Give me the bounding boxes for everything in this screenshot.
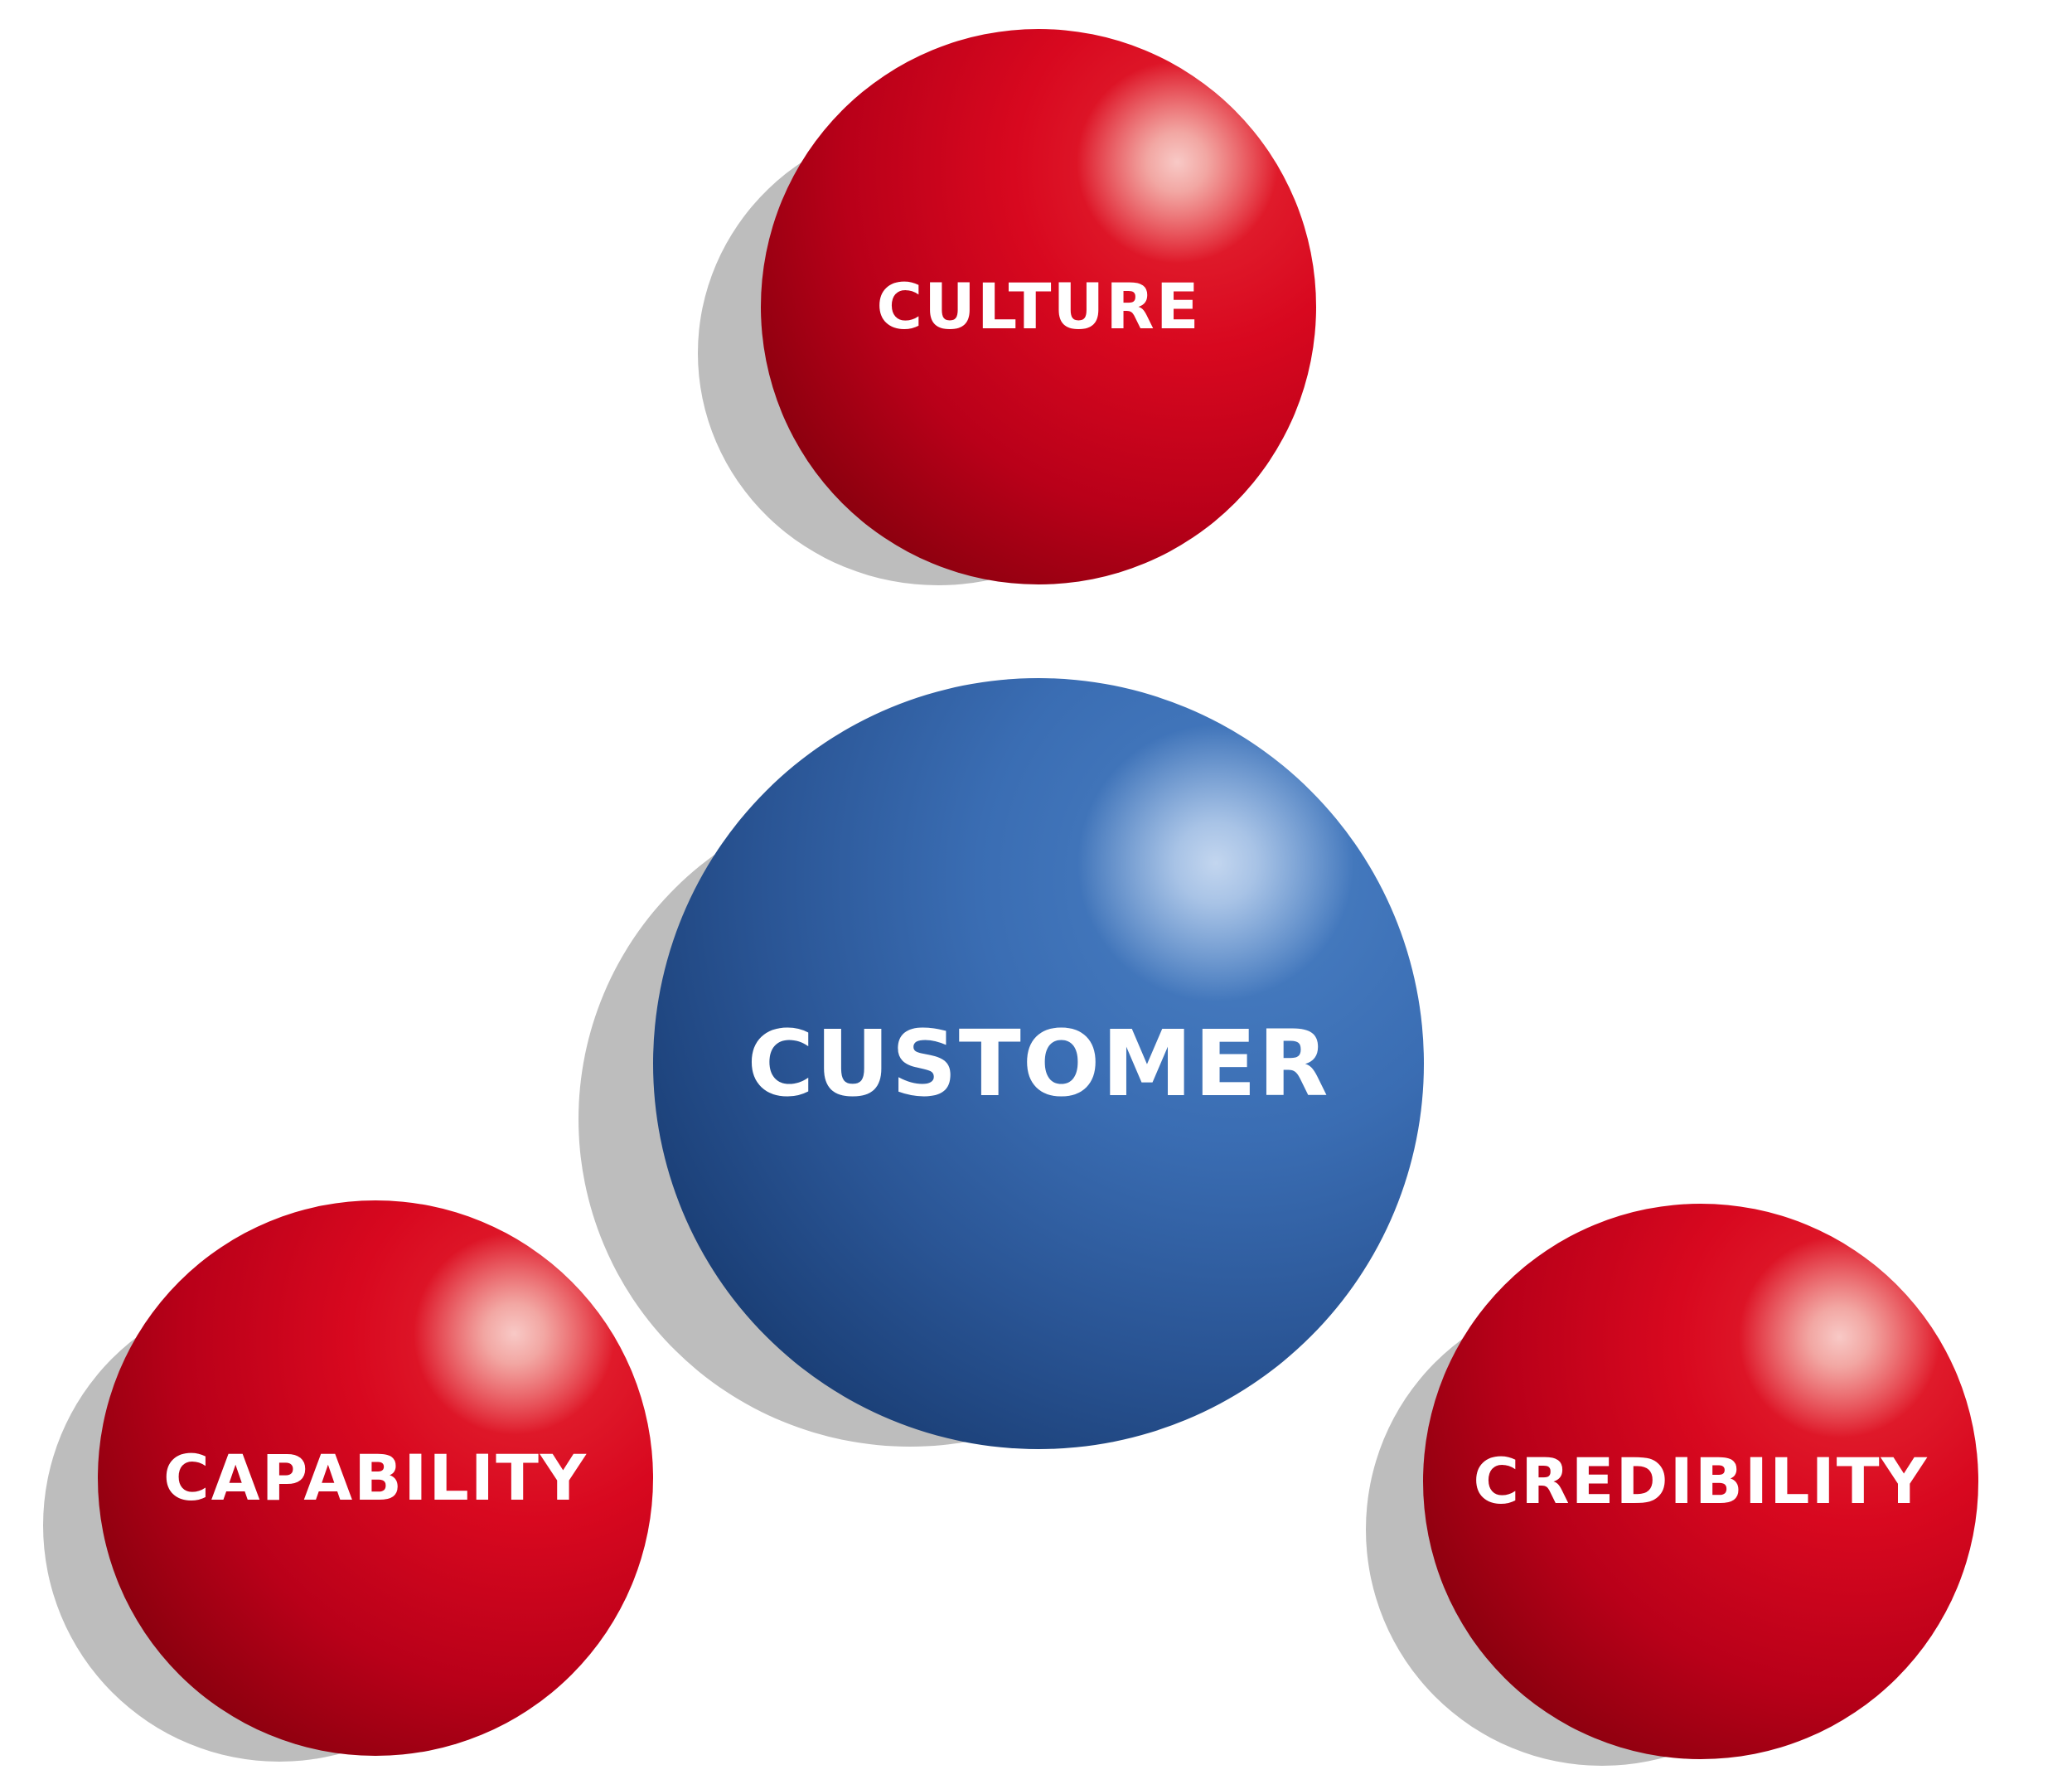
capability-label: CAPABILITY: [163, 1441, 588, 1515]
credibility-sphere: CREDIBILITY: [1423, 1204, 1978, 1759]
customer-sphere: CUSTOMER: [653, 678, 1424, 1449]
capability-sphere: CAPABILITY: [98, 1200, 653, 1756]
culture-sphere: CULTURE: [761, 29, 1316, 584]
culture-label: CULTURE: [876, 269, 1201, 343]
credibility-label: CREDIBILITY: [1473, 1444, 1929, 1518]
customer-label: CUSTOMER: [747, 1011, 1330, 1117]
